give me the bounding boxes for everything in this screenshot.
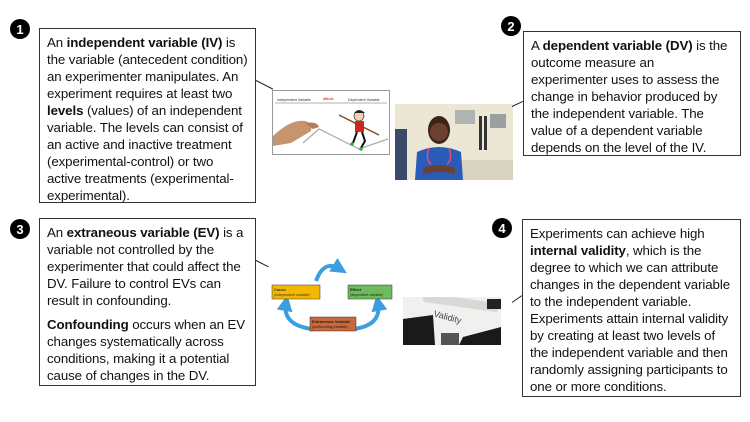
extraneous-sub-label: (confounding variable) [312, 325, 348, 329]
dv-definition-text: A dependent variable (DV) is the outcome… [531, 38, 728, 155]
confound-diagram: Cause (independent variable) Effect (dep… [268, 255, 396, 335]
connector-line [255, 80, 274, 90]
ev-definition-box: An extraneous variable (EV) is a variabl… [39, 218, 256, 386]
key-term: extraneous variable (EV) [66, 225, 220, 240]
panel-number-badge-3: 3 [10, 219, 30, 239]
iv-definition-text: An independent variable (IV) is the vari… [47, 35, 248, 203]
internal-validity-box: Experiments can achieve high internal va… [522, 219, 741, 397]
cause-sub-label: (independent variable) [274, 293, 310, 297]
arrow-cause-to-effect [314, 257, 347, 282]
arrow-extraneous-to-effect [353, 295, 388, 331]
confounding-definition-text: Confounding occurs when an EV changes sy… [47, 317, 246, 383]
key-term: internal validity [530, 243, 626, 258]
effect-box [347, 284, 393, 300]
key-term: Confounding [47, 317, 129, 332]
dv-definition-box: A dependent variable (DV) is the outcome… [523, 31, 741, 156]
connector-line [511, 100, 524, 107]
arrow-extraneous-to-cause [276, 295, 313, 331]
cause-box [271, 284, 321, 300]
effect-sub-label: (dependent variable) [350, 293, 383, 297]
iv-label: Independent Variable [277, 98, 311, 102]
connector-line [255, 260, 269, 268]
key-term: dependent variable (DV) [542, 38, 693, 53]
validity-typewriter-photo: Validity [403, 297, 501, 345]
extraneous-box [309, 316, 357, 332]
internal-validity-text: Experiments can achieve high internal va… [530, 226, 731, 394]
panel-number-badge-4: 4 [492, 218, 512, 238]
panel-number-badge-1: 1 [10, 19, 30, 39]
iv-dv-illustration: Independent Variable affects Dependent V… [272, 90, 390, 155]
ev-definition-text: An extraneous variable (EV) is a variabl… [47, 225, 244, 308]
extraneous-label: Extraneous Variable [312, 319, 351, 324]
iv-definition-box: An independent variable (IV) is the vari… [39, 28, 256, 203]
effect-label: Effect [350, 287, 362, 292]
key-term: levels [47, 103, 84, 118]
connector-line [511, 295, 523, 303]
dv-label: Dependent Variable [348, 98, 380, 102]
panel-number-badge-2: 2 [501, 16, 521, 36]
key-term: independent variable (IV) [66, 35, 223, 50]
nurse-photo [395, 104, 513, 180]
affects-label: affects [323, 97, 334, 101]
cause-label: Cause [274, 287, 287, 292]
